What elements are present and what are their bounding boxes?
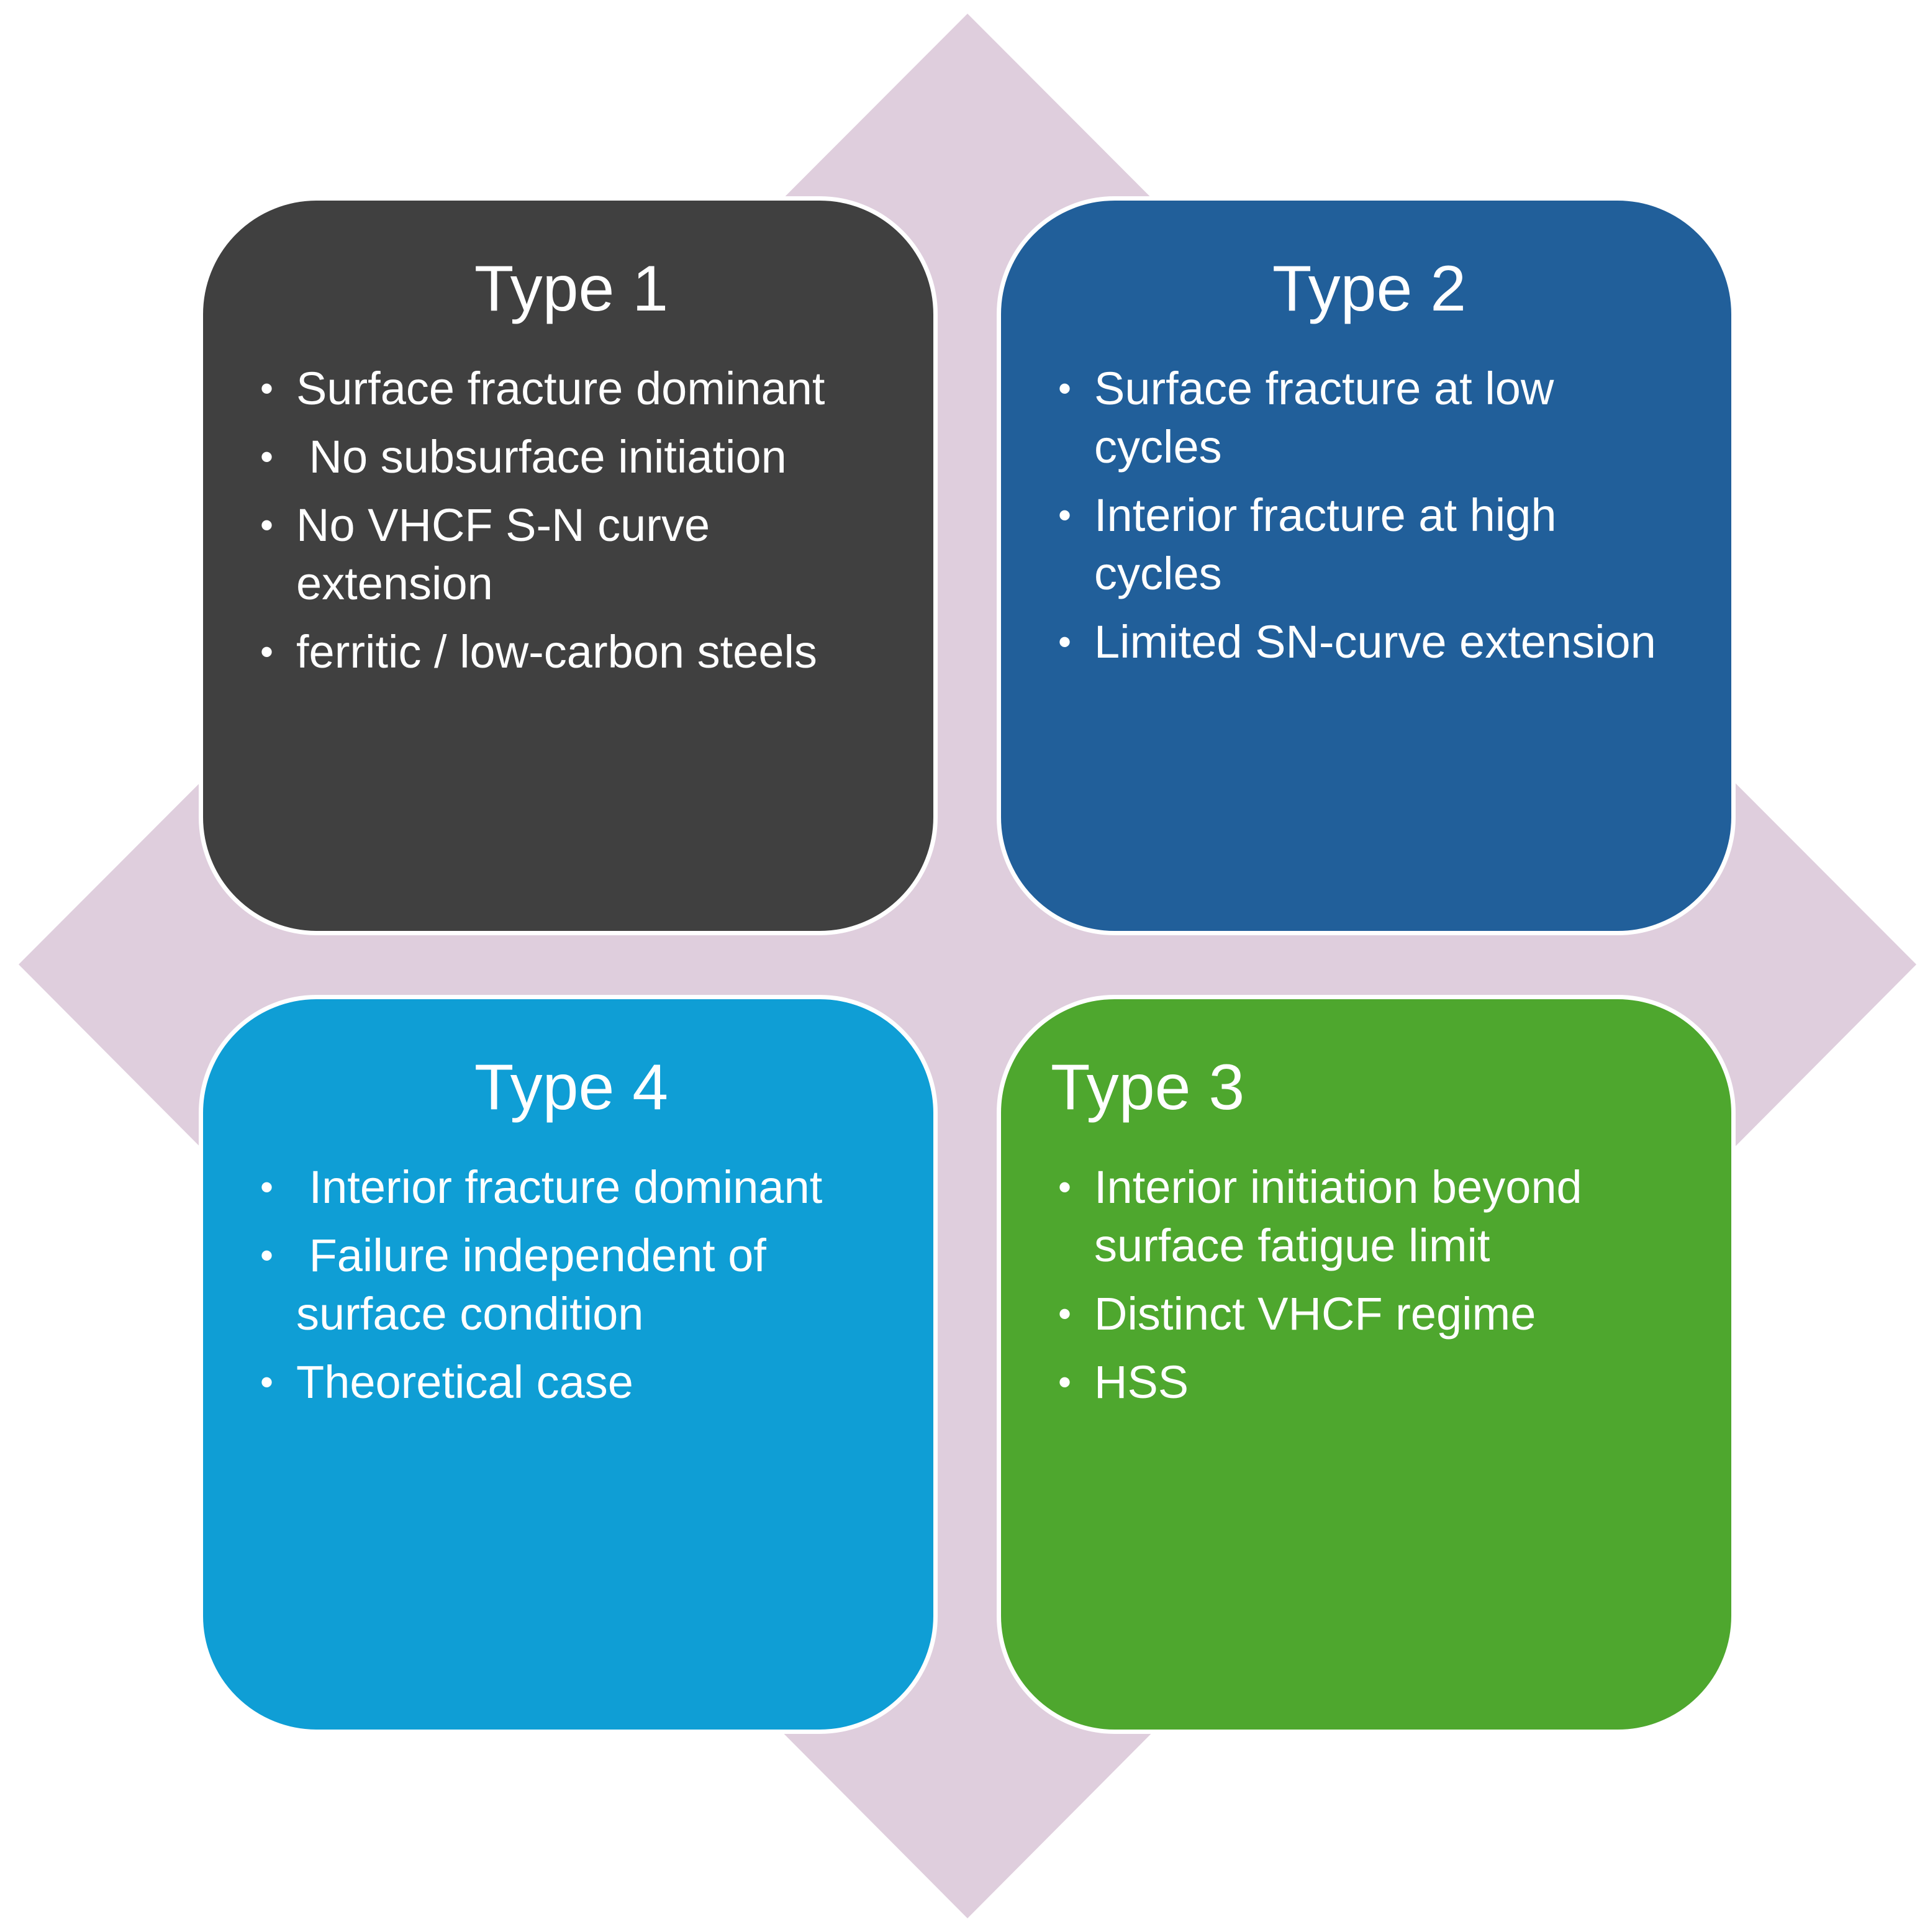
list-item-text: Distinct VHCF regime: [1094, 1288, 1536, 1340]
list-item-text: HSS: [1094, 1356, 1189, 1408]
type-4-title: Type 4: [474, 1051, 669, 1123]
bullet-icon: •: [1058, 494, 1072, 536]
list-item: • No subsurface initiation: [259, 428, 884, 486]
list-item-text: Surface fracture dominant: [296, 363, 825, 414]
bullet-icon: •: [260, 436, 274, 478]
bullet-icon: •: [260, 1361, 274, 1403]
bullet-icon: •: [1058, 1293, 1072, 1335]
list-item-text: Failure independent of surface condition: [296, 1230, 779, 1340]
type-3-title: Type 3: [1051, 1051, 1245, 1123]
list-item: • HSS: [1057, 1353, 1682, 1412]
list-item-text: No subsurface initiation: [296, 431, 787, 483]
list-item-text: Interior initiation beyond surface fatig…: [1094, 1161, 1582, 1271]
bullet-icon: •: [1058, 368, 1072, 409]
list-item: • Interior fracture dominant: [259, 1158, 884, 1217]
list-item: • Theoretical case: [259, 1353, 884, 1412]
bullet-icon: •: [1058, 1361, 1072, 1403]
bullet-icon: •: [260, 368, 274, 409]
type-2-card: Type 2 • Surface fracture at low cycles •…: [997, 196, 1736, 935]
type-2-title: Type 2: [1272, 253, 1467, 325]
bullet-icon: •: [260, 631, 274, 673]
list-item: • ferritic / low-carbon steels: [259, 623, 884, 681]
list-item-text: Surface fracture at low cycles: [1094, 363, 1554, 473]
type-1-list: • Surface fracture dominant • No subsurfa…: [259, 360, 884, 681]
bullet-icon: •: [260, 504, 274, 546]
list-item-text: No VHCF S-N curve extension: [296, 499, 710, 609]
list-item: • Failure independent of surface conditi…: [259, 1227, 884, 1343]
type-3-card: Type 3 • Interior initiation beyond surfa…: [997, 995, 1736, 1734]
list-item: • No VHCF S-N curve extension: [259, 496, 884, 613]
list-item: • Limited SN-curve extension: [1057, 613, 1682, 671]
type-1-card: Type 1 • Surface fracture dominant • No s…: [199, 196, 938, 935]
type-2-list: • Surface fracture at low cycles • Interio…: [1057, 360, 1682, 671]
bullet-icon: •: [1058, 621, 1072, 663]
list-item: • Surface fracture at low cycles: [1057, 360, 1682, 476]
list-item: • Distinct VHCF regime: [1057, 1285, 1682, 1343]
bullet-icon: •: [1058, 1166, 1072, 1208]
list-item-text: Interior fracture at high cycles: [1094, 489, 1557, 599]
type-3-list: • Interior initiation beyond surface fati…: [1057, 1158, 1682, 1412]
list-item: • Interior initiation beyond surface fati…: [1057, 1158, 1682, 1275]
list-item-text: ferritic / low-carbon steels: [296, 626, 817, 678]
list-item: • Surface fracture dominant: [259, 360, 884, 418]
type-4-list: • Interior fracture dominant • Failure i…: [259, 1158, 884, 1412]
bullet-icon: •: [260, 1166, 274, 1208]
list-item-text: Interior fracture dominant: [296, 1161, 823, 1213]
type-1-title: Type 1: [474, 253, 669, 325]
list-item-text: Theoretical case: [296, 1356, 633, 1408]
list-item-text: Limited SN-curve extension: [1094, 616, 1656, 668]
bullet-icon: •: [260, 1235, 274, 1276]
list-item: • Interior fracture at high cycles: [1057, 486, 1682, 603]
type-4-card: Type 4 • Interior fracture dominant • Fa…: [199, 995, 938, 1734]
